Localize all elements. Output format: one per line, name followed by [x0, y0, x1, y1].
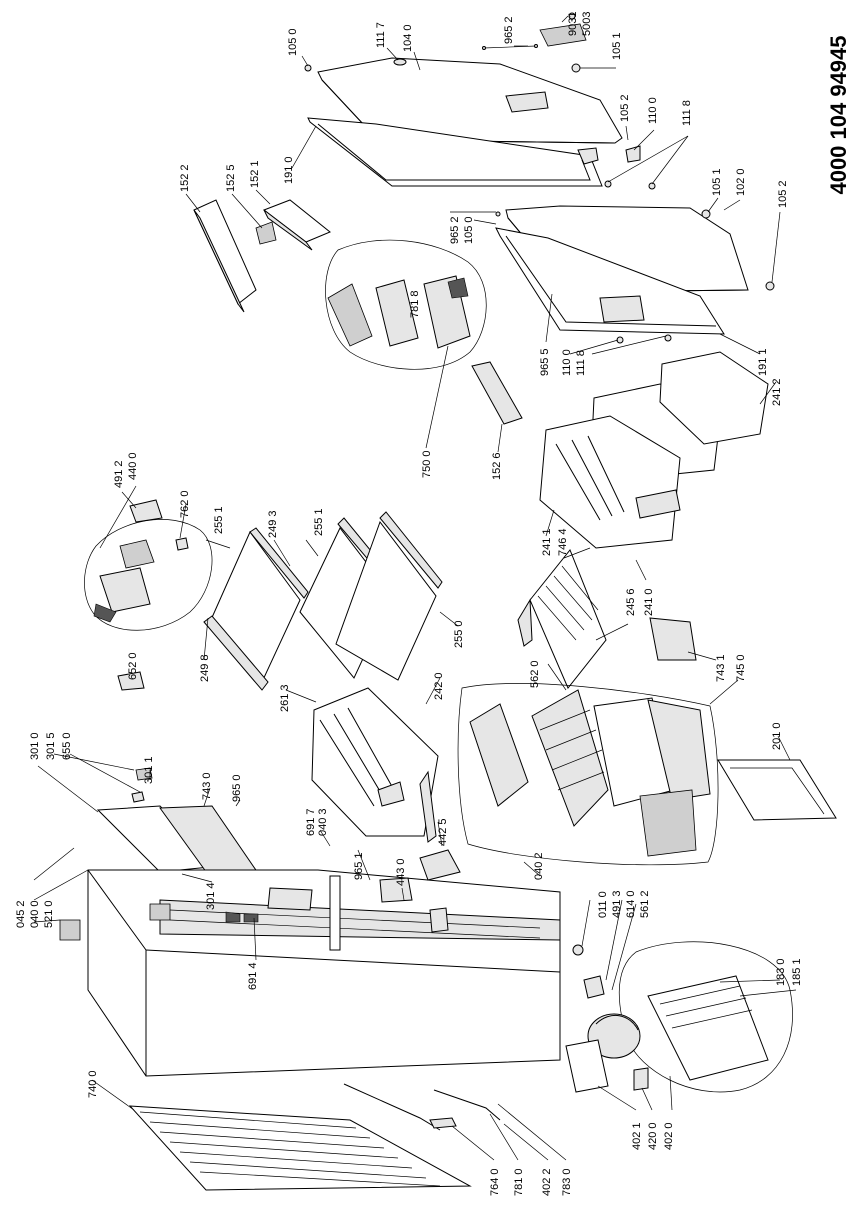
label-7400: 740 0: [87, 1070, 99, 1098]
label-4020: 402 0: [663, 1122, 675, 1150]
label-6520: 652 0: [127, 652, 139, 680]
label-5620: 562 0: [529, 660, 541, 688]
evaporator-group: [457, 617, 719, 866]
label-6140: 614 0: [625, 890, 637, 918]
label-9652: 965 2: [503, 16, 515, 44]
label-4425: 442 5: [437, 818, 449, 846]
label-7818: 781 8: [409, 290, 421, 318]
label-9651: 965 1: [353, 852, 365, 880]
label-1118b: 111 8: [575, 350, 587, 376]
label-5003: 5003: [581, 12, 593, 36]
label-2010: 201 0: [771, 722, 783, 750]
ice-tray-group: [325, 239, 487, 370]
cabinet: [59, 849, 584, 1077]
label-1526: 152 6: [491, 452, 503, 480]
label-1052: 105 2: [619, 94, 631, 122]
label-3015: 301 5: [45, 732, 57, 760]
label-1050b: 105 0: [463, 216, 475, 244]
label-3011: 301 1: [143, 756, 155, 784]
door-bins: [193, 199, 331, 313]
label-1910: 191 0: [283, 156, 295, 184]
label-2410: 241 0: [643, 588, 655, 616]
cover-panel-2010: [717, 759, 837, 821]
label-1521: 152 1: [249, 160, 261, 188]
label-1051: 105 1: [611, 32, 623, 60]
label-2613: 261 3: [279, 684, 291, 712]
crisper-cover-2420: [311, 687, 439, 843]
label-7450: 745 0: [735, 654, 747, 682]
label-2412: 241 2: [771, 378, 783, 406]
label-7620: 762 0: [179, 490, 191, 518]
leader-lines: [33, 15, 797, 1161]
label-4912: 491 2: [113, 460, 125, 488]
label-5210: 521 0: [43, 900, 55, 928]
crisper-drawers: [539, 351, 769, 549]
label-1117: 111 7: [375, 22, 387, 48]
label-4022: 402 2: [541, 1168, 553, 1196]
label-1050: 105 0: [287, 28, 299, 56]
label-0452: 045 2: [15, 900, 27, 928]
label-4400: 440 0: [127, 452, 139, 480]
label-1020: 102 0: [735, 168, 747, 196]
label-9655: 965 5: [539, 348, 551, 376]
label-1100b: 110 0: [561, 349, 573, 376]
label-1911: 191 1: [757, 348, 769, 376]
label-7430: 743 0: [201, 772, 213, 800]
label-6914: 691 4: [247, 962, 259, 990]
label-0110: 011 0: [597, 891, 609, 918]
label-7431: 743 1: [715, 654, 727, 682]
bracket-1526: [471, 361, 523, 425]
label-6550: 655 0: [61, 732, 73, 760]
label-2456: 245 6: [625, 588, 637, 616]
freezer-door: [304, 12, 656, 190]
document-code: 4000 104 94945: [826, 35, 851, 195]
glass-shelves: [203, 511, 443, 691]
label-1052b: 105 2: [777, 180, 789, 208]
label-0402: 040 2: [533, 852, 545, 880]
label-1830: 183 0: [775, 958, 787, 986]
condenser-coil: [128, 1083, 501, 1191]
label-2498: 249 8: [199, 654, 211, 682]
label-4200: 420 0: [647, 1122, 659, 1150]
label-4033: 040 3: [317, 808, 329, 836]
label-7830: 783 0: [561, 1168, 573, 1196]
label-7500: 750 0: [421, 450, 433, 478]
label-3014: 301 4: [205, 882, 217, 910]
document-code-block: 4000 104 94945: [826, 10, 852, 220]
freezer-basket: [517, 549, 607, 689]
label-1040: 104 0: [402, 24, 414, 52]
ice-maker-group: [84, 499, 213, 631]
label-4913: 491 3: [611, 890, 623, 918]
label-1100: 110 0: [647, 97, 659, 124]
label-1851: 185 1: [791, 958, 803, 986]
part-labels: 105 0 111 7 104 0 965 2 9031 5003 105 1 …: [15, 12, 803, 1196]
label-3010: 301 0: [29, 732, 41, 760]
label-7640: 764 0: [489, 1168, 501, 1196]
label-2411: 241 1: [541, 528, 553, 556]
label-9650: 965 0: [231, 774, 243, 802]
label-2420: 242 0: [433, 672, 445, 700]
label-1051b: 105 1: [711, 168, 723, 196]
label-2493: 249 3: [267, 510, 279, 538]
label-6917: 691 7: [305, 808, 317, 836]
label-2551b: 255 1: [313, 508, 325, 536]
label-5612: 561 2: [639, 890, 651, 918]
label-1522: 152 2: [179, 164, 191, 192]
label-4021: 402 1: [631, 1122, 643, 1150]
label-4430: 443 0: [395, 858, 407, 886]
label-2551: 255 1: [213, 506, 225, 534]
compressor-area: [565, 941, 793, 1093]
label-7464: 746 4: [557, 528, 569, 556]
fridge-door: [495, 205, 775, 344]
label-0400: 040 0: [29, 900, 41, 928]
label-7810: 781 0: [513, 1168, 525, 1196]
label-9652b: 965 2: [449, 216, 461, 244]
label-2550: 255 0: [453, 620, 465, 648]
label-1118: 111 8: [681, 100, 693, 126]
label-1525: 152 5: [225, 164, 237, 192]
label-9031: 9031: [567, 12, 579, 36]
